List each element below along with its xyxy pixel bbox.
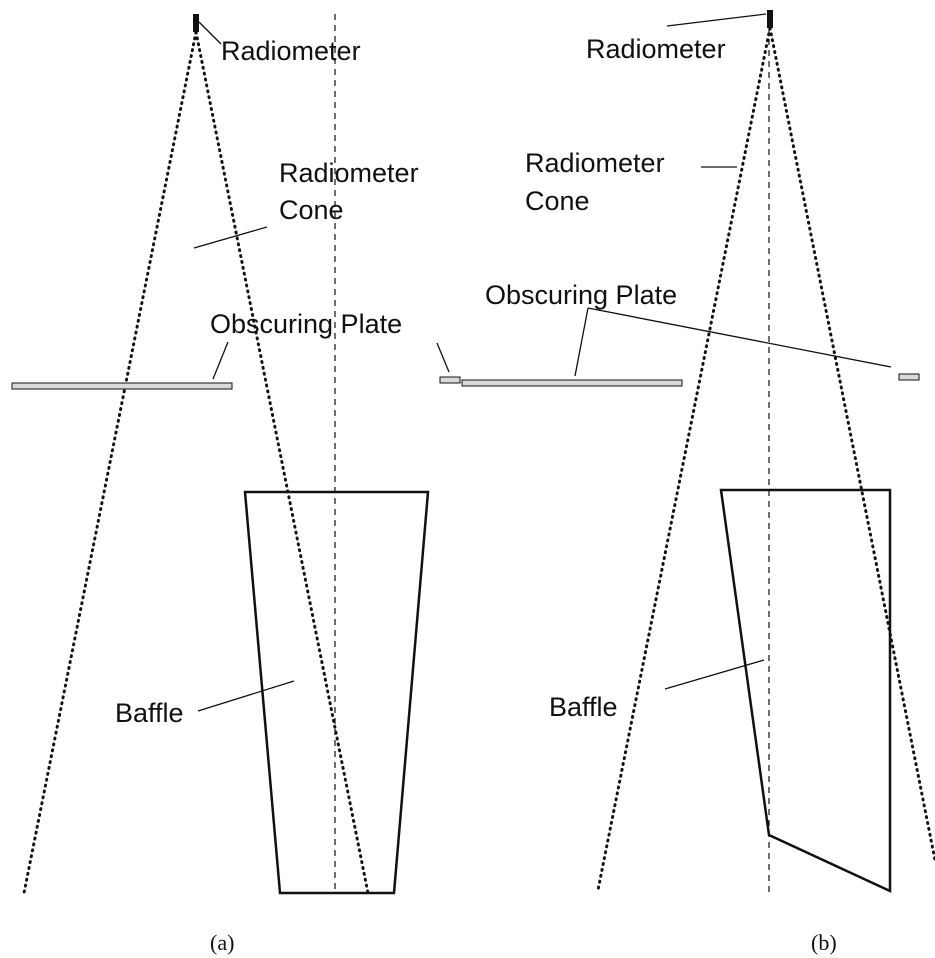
baffle-a (243, 490, 430, 895)
cone-edge-left-a (22, 30, 198, 895)
leader-plate-left-a (212, 341, 229, 380)
cone-edge-left-b (596, 26, 772, 892)
label-radiometer-b: Radiometer (586, 34, 726, 64)
panel-a: Radiometer Radiometer Cone Obscuring Pla… (11, 14, 461, 955)
label-baffle-a: Baffle (115, 698, 184, 728)
obscuring-plate-main-b (461, 379, 683, 387)
radiometer-sensor-a (193, 14, 199, 32)
panel-b: Radiometer Radiometer Cone Obscuring Pla… (461, 10, 935, 955)
label-cone-line2-b: Cone (525, 186, 590, 216)
leader-baffle-a (197, 680, 295, 712)
leader-radiometer-b (666, 13, 767, 27)
cone-edge-right-b (768, 26, 935, 862)
leader-baffle-b (664, 659, 765, 690)
label-cone-line2-a: Cone (279, 195, 344, 225)
baffle-b (719, 488, 892, 893)
leader-plate-right-b (587, 307, 892, 368)
cone-edge-right-a (194, 30, 370, 895)
label-cone-line1-a: Radiometer (279, 158, 419, 188)
caption-b: (b) (811, 930, 837, 955)
label-radiometer-a: Radiometer (221, 36, 361, 66)
label-plate-b: Obscuring Plate (485, 280, 677, 310)
obscuring-plate-small-b (898, 373, 920, 381)
radiometer-sensor-b (767, 10, 773, 28)
leader-plate-left-b (574, 307, 589, 377)
leader-cone-a (193, 226, 268, 249)
leader-radiometer-a (198, 21, 222, 45)
leader-plate-right-a (436, 342, 450, 373)
obscuring-plate-main-a (11, 382, 233, 390)
label-cone-line1-b: Radiometer (525, 148, 665, 178)
label-baffle-b: Baffle (549, 692, 618, 722)
obscuring-plate-small-a (439, 376, 461, 384)
label-plate-a: Obscuring Plate (210, 309, 402, 339)
caption-a: (a) (210, 930, 234, 955)
